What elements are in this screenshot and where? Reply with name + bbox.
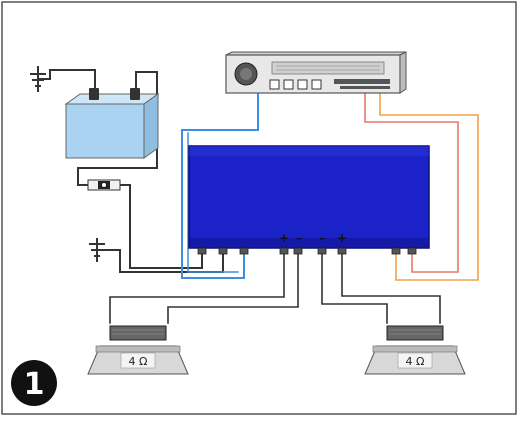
left-speaker-wire-a [109, 251, 285, 324]
speaker-terminal [337, 247, 347, 255]
rca-wire-orange [379, 92, 479, 281]
power-terminal [197, 247, 207, 255]
left-speaker-wire-b [167, 251, 299, 324]
preset-button [311, 79, 322, 90]
speaker-terminal [279, 247, 289, 255]
ground-icon [30, 66, 46, 92]
cassette-slot [334, 79, 390, 84]
speaker-terminal [293, 247, 303, 255]
rca-jack [391, 247, 401, 255]
right-speaker-wire-b [341, 251, 441, 324]
amplifier: + – – + [188, 145, 430, 255]
preset-button [269, 79, 280, 90]
preset-button [283, 79, 294, 90]
speaker-left: 4 Ω [87, 325, 189, 375]
ground-terminal [218, 247, 228, 255]
battery-positive-wire [77, 71, 158, 186]
terminal-label-minus: – [296, 231, 302, 245]
battery-ground-wire [37, 69, 96, 97]
preset-button [297, 79, 308, 90]
terminal-label-minus: – [319, 231, 325, 245]
remote-terminal [239, 247, 249, 255]
speaker-impedance-label: 4 Ω [406, 355, 425, 368]
step-number: 1 [24, 367, 45, 402]
rca-jack [407, 247, 417, 255]
right-speaker-wire-a [321, 251, 388, 324]
fuse-icon [87, 179, 121, 191]
battery-icon [64, 88, 160, 159]
display-window [271, 61, 385, 75]
amp-ground-wire [96, 249, 224, 273]
step-badge: 1 [11, 360, 57, 406]
rca-wire-red [364, 92, 459, 273]
power-wire-to-amp [119, 184, 203, 269]
terminal-label-plus: + [279, 231, 289, 245]
wires [37, 69, 479, 324]
remote-wire-inner [187, 132, 239, 273]
speaker-terminal [317, 247, 327, 255]
terminal-label-plus: + [337, 231, 347, 245]
ground-icon [89, 238, 105, 262]
speaker-right: 4 Ω [364, 325, 466, 375]
remote-wire [181, 92, 259, 279]
head-unit [225, 51, 407, 94]
speaker-impedance-label: 4 Ω [129, 355, 148, 368]
